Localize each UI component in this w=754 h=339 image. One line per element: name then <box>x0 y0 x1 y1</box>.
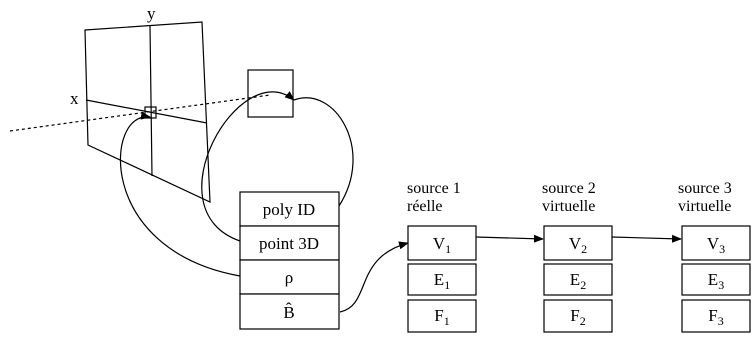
source-2-title: source 2 <box>542 180 596 197</box>
y-axis-line <box>149 25 153 177</box>
x-axis-label: x <box>70 89 79 108</box>
node-v1: V1 <box>433 234 451 256</box>
source-2-kind: virtuelle <box>542 198 595 215</box>
source-2-e-box <box>543 263 613 296</box>
node-e1: E1 <box>434 270 450 292</box>
node-f3: F3 <box>708 306 723 328</box>
pixel-record-table: poly ID point 3D ρ B̂ <box>239 191 340 330</box>
x-axis-line <box>85 99 208 124</box>
source-3-f-box <box>681 299 751 333</box>
node-f2: F2 <box>570 306 585 328</box>
source-1-v-box <box>407 225 477 261</box>
source-3-e-box <box>681 263 751 296</box>
source-2-f-box <box>543 299 613 333</box>
viewing-ray <box>9 94 271 132</box>
node-v2: V2 <box>569 234 587 256</box>
chain-arrow-v2-v3 <box>611 234 682 243</box>
link-bhat-to-v1 <box>339 241 409 313</box>
source-column-1: source 1 réelle V1 E1 F1 <box>407 180 477 333</box>
source-3-kind: virtuelle <box>678 198 731 215</box>
node-f1: F1 <box>434 306 449 328</box>
link-point3d-to-scene-point <box>201 91 295 242</box>
source-1-f-box <box>407 299 477 333</box>
y-axis-label: y <box>147 4 156 23</box>
scene-point-box <box>247 69 294 118</box>
node-v3: V3 <box>707 234 725 256</box>
source-1-title: source 1 <box>407 180 461 197</box>
record-field-point-3d: point 3D <box>259 234 319 253</box>
source-3-v-box <box>681 225 751 261</box>
node-e2: E2 <box>570 270 586 292</box>
node-e3: E3 <box>708 270 724 292</box>
record-field-b-hat: B̂ <box>283 303 294 322</box>
record-field-rho: ρ <box>285 268 293 287</box>
image-plane <box>84 21 211 203</box>
source-1-kind: réelle <box>407 198 443 215</box>
link-polyid-to-scene-point <box>293 97 354 207</box>
source-column-2: source 2 virtuelle V2 E2 F2 <box>542 180 613 333</box>
source-column-3: source 3 virtuelle V3 E3 F3 <box>678 180 751 333</box>
source-2-v-box <box>543 225 613 261</box>
record-field-poly-id: poly ID <box>263 200 315 219</box>
link-rho-to-pixel <box>119 111 241 277</box>
chain-arrow-v1-v2 <box>475 234 544 243</box>
source-3-title: source 3 <box>678 180 732 197</box>
source-1-e-box <box>407 263 477 296</box>
